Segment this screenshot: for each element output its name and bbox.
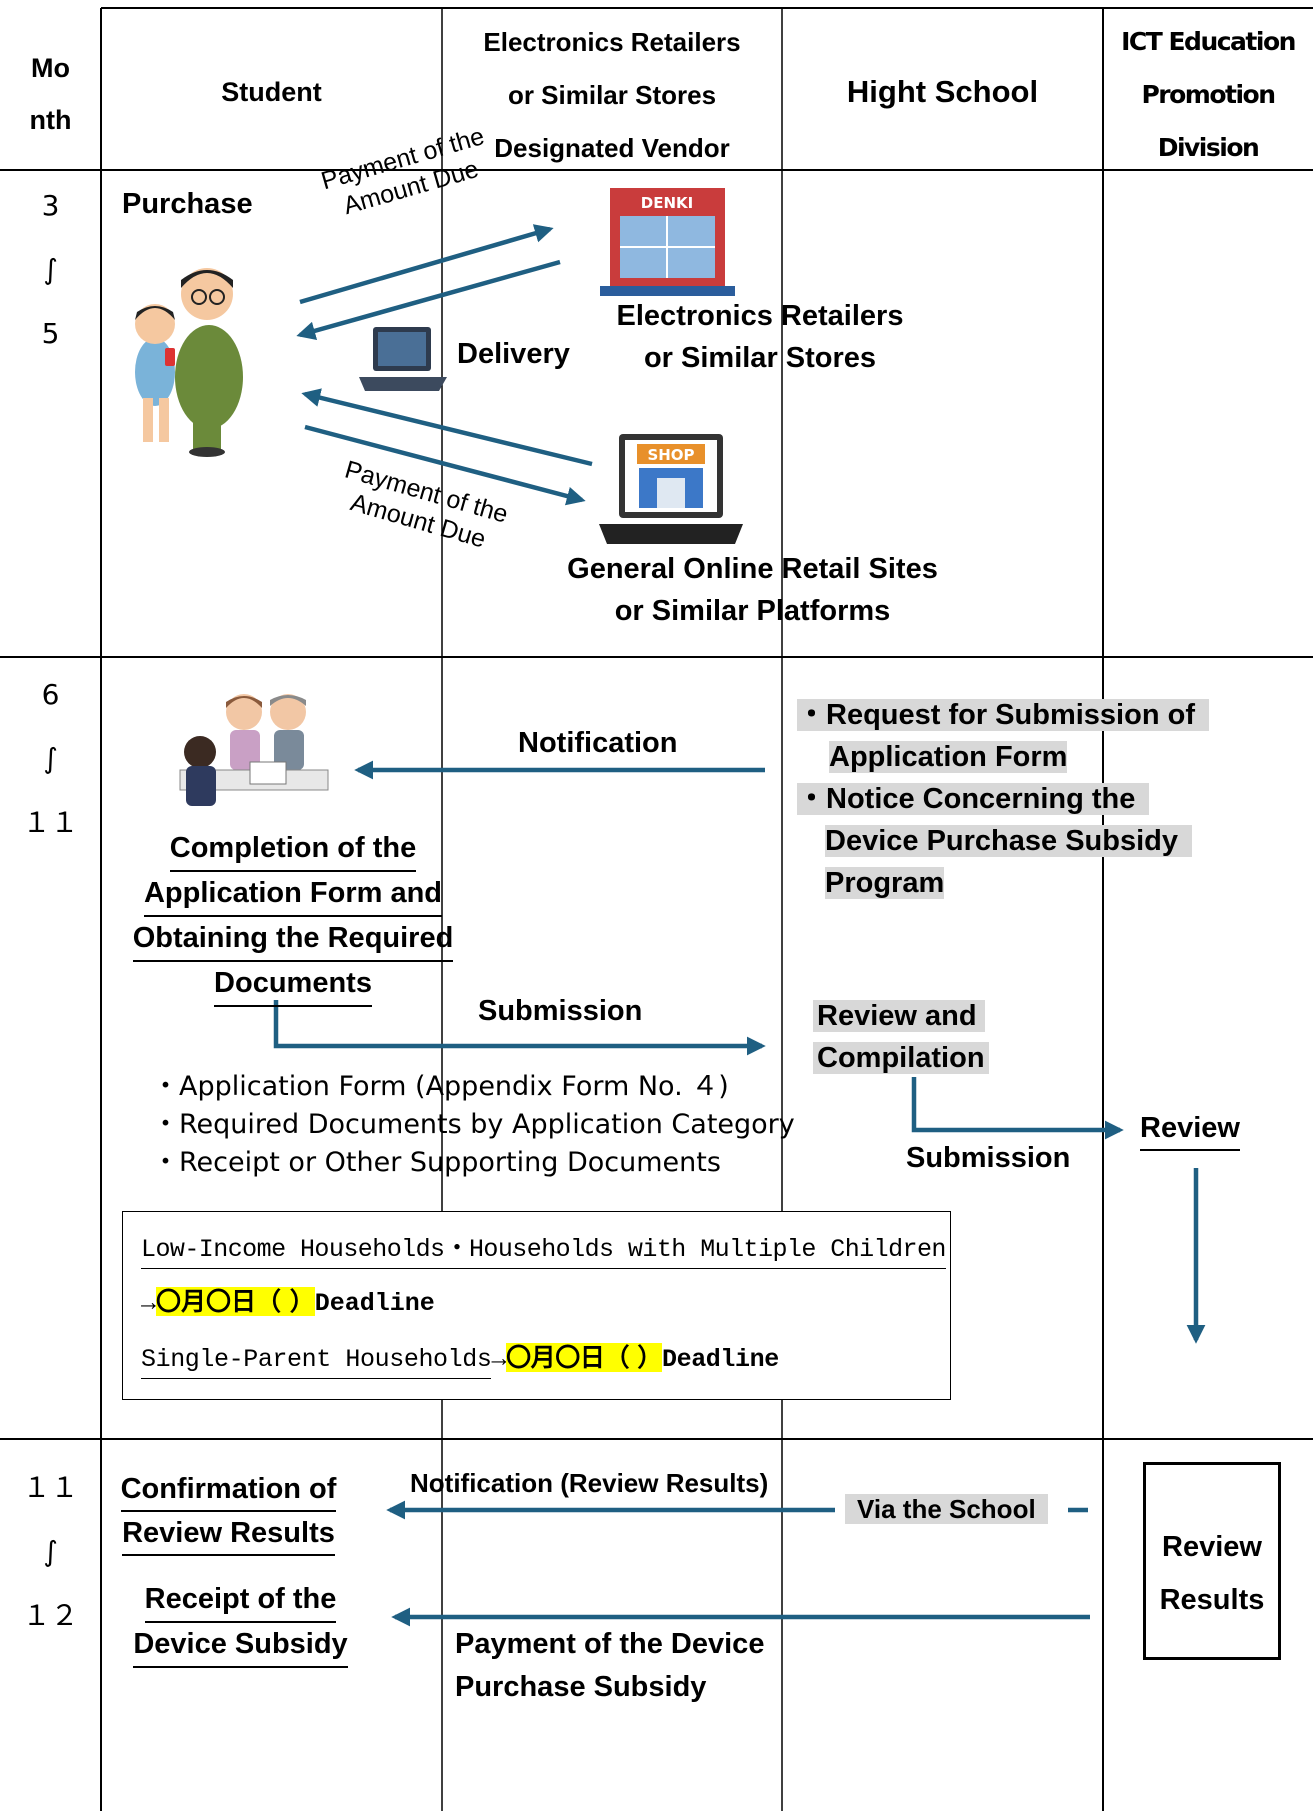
- confirmation-line: Confirmation of: [120, 1468, 337, 1512]
- delivery-label: Delivery: [457, 338, 570, 370]
- payment-subsidy-label: Payment of the Device Purchase Subsidy: [455, 1623, 764, 1709]
- confirmation-label: Confirmation of Review Results: [106, 1468, 351, 1556]
- review-label: Review: [1140, 1107, 1240, 1151]
- online-label-line: General Online Retail Sites: [567, 553, 938, 585]
- header-school: Hight School: [846, 74, 1039, 109]
- month-text: １１: [22, 1471, 79, 1504]
- month-text: ∫: [43, 742, 58, 775]
- arrow-delivery-online: [301, 388, 593, 467]
- review-text: Review: [1140, 1107, 1240, 1151]
- review-compile-line: Review and: [813, 1000, 985, 1032]
- header-retailers: Electronics Retailers or Similar Stores …: [442, 16, 782, 175]
- arrow-submission1: [273, 1000, 766, 1056]
- month-text: ∫: [43, 253, 58, 286]
- flow-arrows: [273, 224, 1206, 1627]
- header-month-line: nth: [29, 105, 72, 135]
- month-text: 5: [41, 317, 60, 350]
- deadline-word: Deadline: [661, 1345, 779, 1374]
- month-text: 3: [41, 189, 60, 222]
- header-retailers-line: Designated Vendor: [494, 133, 730, 163]
- arrow-payment-top: [299, 224, 554, 305]
- review-compile-box: Review and Compilation: [813, 995, 989, 1079]
- notice-line: Device Purchase Subsidy: [825, 825, 1192, 857]
- header-student: Student: [221, 77, 322, 107]
- notice-line: Program: [825, 867, 945, 899]
- review-results-line: Review: [1162, 1531, 1262, 1563]
- arrow-delivery-store: [296, 259, 561, 341]
- deadline-arrow: →: [491, 1345, 507, 1374]
- header-month-line: Mo: [31, 53, 70, 83]
- month-cell-1: 3 ∫ 5: [0, 174, 101, 366]
- via-school-text: Via the School: [845, 1494, 1048, 1524]
- store-label-line: Electronics Retailers: [616, 300, 904, 332]
- document-item: ・Application Form (Appendix Form No. ４): [152, 1071, 729, 1102]
- purchase-label: Purchase: [122, 188, 253, 220]
- receipt-line: Device Subsidy: [133, 1623, 348, 1668]
- completion-line: Application Form and: [143, 872, 443, 917]
- arrow-payment-bottom: [304, 424, 586, 506]
- deadline-category-multi: Low-Income Households・Households with Mu…: [141, 1232, 946, 1269]
- deadline-date-highlight: 〇月〇日（ ）: [156, 1287, 315, 1316]
- deadline-line-3: Single-Parent Households→〇月〇日（ ）Deadline: [141, 1340, 779, 1379]
- header-ict: ICT Education Promotion Division: [1103, 15, 1313, 174]
- request-line: ・Request for Submission of: [797, 699, 1209, 731]
- month-cell-2: 6 ∫ １１: [0, 663, 101, 855]
- table-grid: [0, 7, 1313, 1811]
- parent-child-illustration: [135, 268, 243, 457]
- notification-results-label: Notification (Review Results): [410, 1468, 769, 1498]
- required-documents-list: ・Application Form (Appendix Form No. ４) …: [152, 1068, 795, 1182]
- payment-subsidy-line: Purchase Subsidy: [455, 1671, 707, 1703]
- request-box: ・Request for Submission of Application F…: [797, 694, 1209, 904]
- online-label: General Online Retail Sites or Similar P…: [530, 548, 975, 632]
- payment-subsidy-line: Payment of the Device: [455, 1628, 765, 1660]
- month-text: １１: [22, 806, 79, 839]
- request-line: Application Form: [829, 741, 1068, 773]
- store-label-line: or Similar Stores: [643, 342, 877, 374]
- deadline-line-2: →〇月〇日（ ）Deadline: [141, 1284, 435, 1322]
- header-month: Mo nth: [0, 42, 101, 146]
- confirmation-line: Review Results: [122, 1512, 335, 1556]
- submission-label-2: Submission: [906, 1142, 1071, 1174]
- header-retailers-line: or Similar Stores: [507, 80, 717, 110]
- header-ict-line: Division: [1157, 133, 1260, 162]
- completion-line: Documents: [214, 962, 372, 1007]
- review-results-line: Results: [1159, 1584, 1265, 1616]
- review-compile-line: Compilation: [813, 1042, 989, 1074]
- submission-label-1: Submission: [478, 995, 643, 1027]
- month-cell-3: １１ ∫ １２: [0, 1456, 101, 1648]
- completion-line: Obtaining the Required: [132, 917, 454, 962]
- online-label-line: or Similar Platforms: [614, 595, 891, 627]
- notice-line: ・Notice Concerning the: [797, 783, 1150, 815]
- notification-label: Notification: [518, 727, 678, 759]
- month-text: ∫: [43, 1535, 58, 1568]
- application-counter-illustration: [179, 694, 329, 806]
- month-text: 6: [41, 678, 60, 711]
- arrow-submission2: [911, 1077, 1124, 1140]
- deadline-category-single: Single-Parent Households: [141, 1342, 492, 1379]
- laptop-icon: [359, 327, 447, 391]
- document-item: ・Receipt or Other Supporting Documents: [152, 1147, 721, 1178]
- deadline-date-highlight: 〇月〇日（ ）: [506, 1343, 662, 1372]
- via-school-box: Via the School: [845, 1489, 1048, 1529]
- electronics-store-icon: DENKI: [600, 188, 735, 296]
- completion-line: Completion of the: [169, 827, 417, 872]
- document-item: ・Required Documents by Application Categ…: [152, 1109, 795, 1140]
- deadline-arrow: →: [141, 1289, 157, 1318]
- header-retailers-line: Electronics Retailers: [483, 27, 741, 57]
- shop-sign-text: SHOP: [647, 446, 694, 464]
- month-text: １２: [22, 1599, 79, 1632]
- review-results-box: Review Results: [1143, 1462, 1281, 1660]
- completion-label: Completion of the Application Form and O…: [108, 827, 478, 1007]
- header-ict-line: Promotion: [1141, 80, 1276, 109]
- receipt-label: Receipt of the Device Subsidy: [118, 1578, 363, 1668]
- deadline-word: Deadline: [314, 1289, 435, 1318]
- deadline-line-1: Low-Income Households・Households with Mu…: [141, 1232, 946, 1269]
- receipt-line: Receipt of the: [144, 1578, 337, 1623]
- online-shop-icon: SHOP: [599, 434, 743, 544]
- store-sign-text: DENKI: [641, 194, 693, 212]
- store-label: Electronics Retailers or Similar Stores: [590, 295, 930, 379]
- header-ict-line: ICT Education: [1121, 27, 1296, 56]
